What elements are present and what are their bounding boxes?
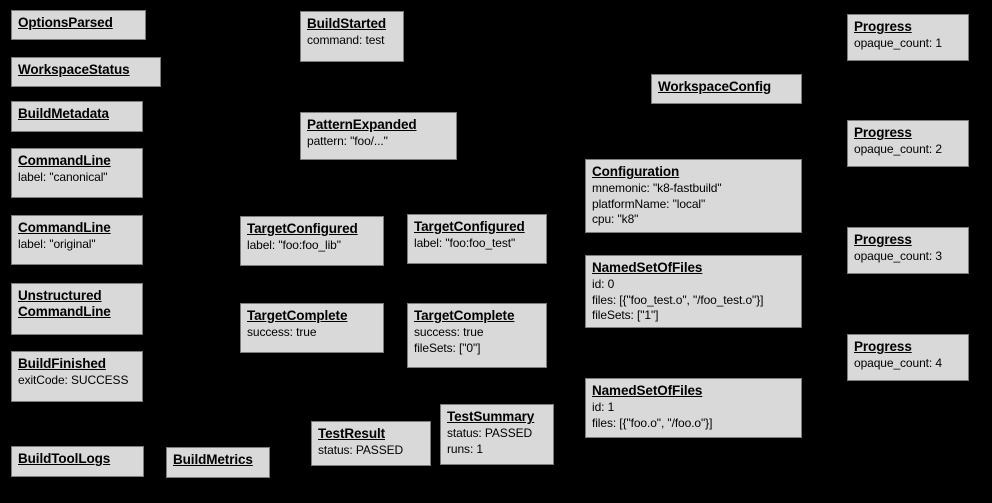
node-title: TargetConfigured	[414, 219, 525, 234]
node-title: Progress	[854, 232, 912, 247]
node-title: CommandLine	[18, 220, 111, 235]
node-title: WorkspaceStatus	[18, 62, 130, 77]
node-workspace-status[interactable]: WorkspaceStatus	[11, 57, 161, 87]
node-title: Progress	[854, 339, 912, 354]
node-attribute: label: "original"	[18, 236, 96, 251]
node-attribute: opaque_count: 4	[854, 355, 942, 370]
node-title: NamedSetOfFiles	[592, 383, 703, 398]
node-title: Progress	[854, 125, 912, 140]
node-title: TargetConfigured	[247, 221, 358, 236]
node-attribute: fileSets: ["1"]	[592, 308, 659, 323]
node-title: OptionsParsed	[18, 15, 113, 30]
node-attribute: id: 0	[592, 276, 615, 291]
node-attribute: status: PASSED	[447, 425, 533, 440]
node-title: BuildFinished	[18, 356, 106, 371]
node-attribute: label: "foo:foo_lib"	[247, 237, 341, 252]
node-attribute: opaque_count: 2	[854, 141, 942, 156]
node-build-metrics[interactable]: BuildMetrics	[166, 447, 270, 478]
node-title: TargetComplete	[247, 308, 348, 323]
node-attribute: fileSets: ["0"]	[414, 340, 481, 355]
node-build-metadata[interactable]: BuildMetadata	[11, 101, 143, 132]
node-title: NamedSetOfFiles	[592, 260, 703, 275]
node-attribute: status: PASSED	[318, 442, 404, 457]
node-attribute: id: 1	[592, 399, 615, 414]
node-title: WorkspaceConfig	[658, 79, 772, 94]
node-title: BuildStarted	[307, 16, 387, 31]
node-build-tool-logs[interactable]: BuildToolLogs	[11, 446, 144, 477]
node-attribute: success: true	[414, 324, 484, 339]
node-workspace-config[interactable]: WorkspaceConfig	[651, 74, 802, 104]
node-title: BuildMetrics	[173, 452, 253, 467]
node-title: TestResult	[318, 426, 386, 441]
node-attribute: opaque_count: 3	[854, 248, 942, 263]
node-attribute: cpu: "k8"	[592, 212, 639, 227]
node-attribute: command: test	[307, 32, 385, 47]
node-attribute: files: [{"foo_test.o", "/foo_test.o"}]	[592, 292, 764, 307]
node-title: Unstructured CommandLine	[18, 288, 111, 319]
node-unstructured-command-line[interactable]: Unstructured CommandLine	[11, 283, 143, 335]
node-attribute: exitCode: SUCCESS	[18, 372, 129, 387]
node-options-parsed[interactable]: OptionsParsed	[11, 10, 146, 40]
node-attribute: label: "canonical"	[18, 169, 108, 184]
node-attribute: runs: 1	[447, 441, 483, 456]
node-attribute: pattern: "foo/..."	[307, 133, 388, 148]
node-attribute: success: true	[247, 324, 317, 339]
node-title: BuildToolLogs	[18, 451, 111, 466]
node-title: Configuration	[592, 164, 680, 179]
node-attribute: opaque_count: 1	[854, 35, 942, 50]
node-attribute: files: [{"foo.o", "/foo.o"}]	[592, 415, 713, 430]
node-title: Progress	[854, 19, 912, 34]
node-title: TestSummary	[447, 409, 535, 424]
node-title: TargetComplete	[414, 308, 515, 323]
node-title: CommandLine	[18, 153, 111, 168]
node-title: PatternExpanded	[307, 117, 417, 132]
node-attribute: mnemonic: "k8-fastbuild"	[592, 180, 722, 195]
node-title: BuildMetadata	[18, 106, 109, 121]
node-attribute: platformName: "local"	[592, 196, 706, 211]
node-attribute: label: "foo:foo_test"	[414, 235, 516, 250]
